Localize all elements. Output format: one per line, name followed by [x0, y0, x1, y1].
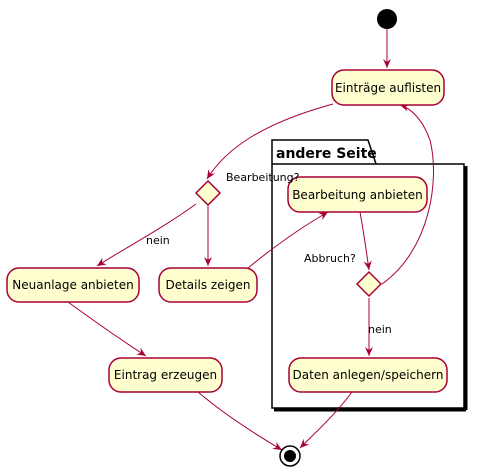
edge-save-to-end — [299, 391, 353, 449]
node-box — [287, 176, 428, 213]
node-daten-anlegen-speichern: Daten anlegen/speichern — [288, 357, 448, 393]
edge-label-nein-abort: nein — [368, 323, 392, 336]
edges — [67, 29, 434, 451]
package-frame — [271, 139, 465, 409]
edge-decision-to-new — [96, 203, 197, 267]
end-node — [279, 445, 301, 467]
node-label: Einträge auflisten — [335, 81, 441, 95]
node-box — [108, 357, 223, 393]
package-title: andere Seite — [276, 146, 377, 162]
edge-abort-to-list — [381, 103, 434, 285]
edge-list-to-edit-decision — [206, 103, 334, 180]
node-bearbeitung-anbieten: Bearbeitung anbieten — [287, 176, 428, 213]
decision-label: Abbruch? — [304, 252, 356, 265]
edge-create-to-end — [197, 391, 283, 451]
node-box — [288, 357, 448, 393]
node-details-zeigen: Details zeigen — [158, 267, 258, 303]
decision-bearbeitung: Bearbeitung? — [194, 171, 300, 207]
start-node — [377, 9, 397, 29]
node-label: Details zeigen — [165, 278, 250, 292]
node-box — [331, 69, 445, 106]
node-label: Eintrag erzeugen — [114, 368, 217, 382]
node-neuanlage-anbieten: Neuanlage anbieten — [6, 267, 140, 303]
decision-abbruch: Abbruch? — [304, 252, 383, 298]
node-label: Neuanlage anbieten — [12, 278, 133, 292]
edge-new-to-create — [67, 301, 147, 357]
node-eintrag-erzeugen: Eintrag erzeugen — [108, 357, 223, 393]
edge-label-nein-edit: nein — [146, 234, 170, 247]
node-label: Daten anlegen/speichern — [293, 368, 444, 382]
end-node-ring — [279, 445, 301, 467]
decision-label: Bearbeitung? — [226, 171, 300, 184]
node-eintraege-auflisten: Einträge auflisten — [331, 69, 445, 106]
package-andere-seite: andere Seite — [271, 139, 468, 412]
decision-diamond — [355, 270, 383, 298]
edge-details-to-edit — [247, 211, 329, 269]
end-node-core — [284, 450, 296, 462]
edge-edit-to-abort-decision — [359, 211, 372, 271]
node-box — [6, 267, 140, 303]
node-box — [158, 267, 258, 303]
decision-diamond — [194, 179, 222, 207]
node-label: Bearbeitung anbieten — [292, 188, 423, 202]
